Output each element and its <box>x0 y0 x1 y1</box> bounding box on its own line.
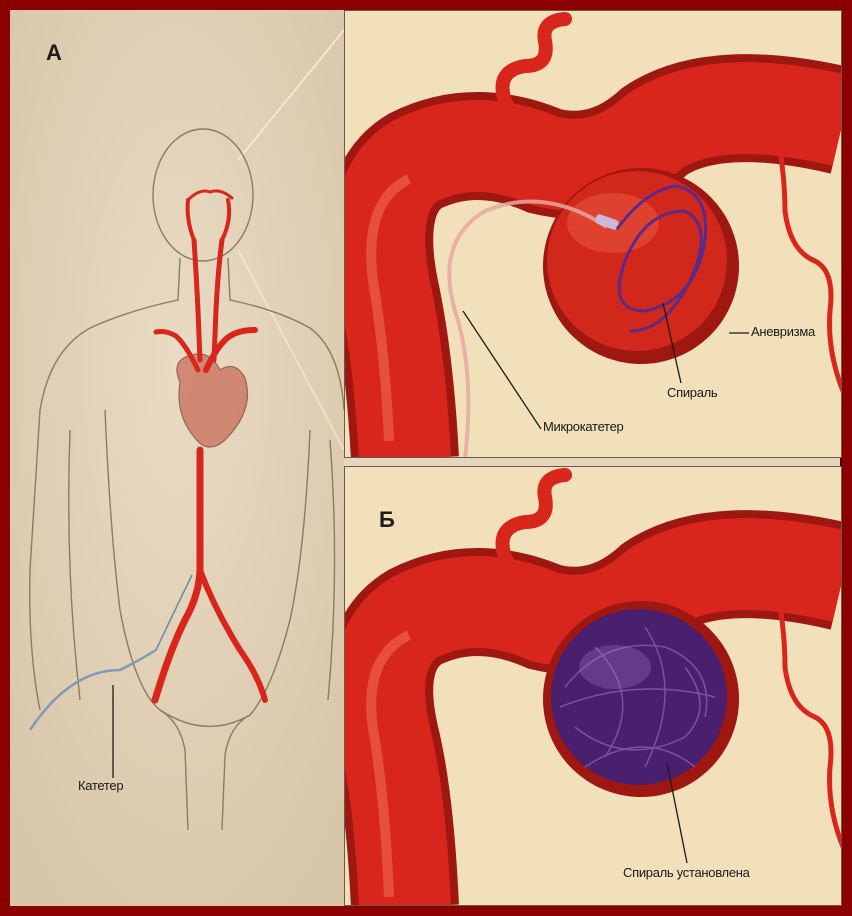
microcatheter-label: Микрокатетер <box>543 419 623 434</box>
coil-ball <box>551 609 727 785</box>
panel-b: Б Спираль установлена <box>344 466 842 906</box>
aneurysm-coiling-illustration <box>345 11 842 458</box>
illustration-frame: А Катетер Микрокат <box>10 10 842 906</box>
panel-a: Микрокатетер Спираль Аневризма <box>344 10 842 458</box>
coil-highlight <box>579 645 651 689</box>
panel-letter-b: Б <box>379 507 395 533</box>
coil-placed-illustration <box>345 467 842 906</box>
panel-letter-a: А <box>46 40 62 66</box>
coil-placed-label: Спираль установлена <box>623 865 750 880</box>
coil-label: Спираль <box>667 385 717 400</box>
body-illustration <box>10 10 344 906</box>
catheter-label: Катетер <box>78 778 123 793</box>
body-panel: А Катетер <box>10 10 344 906</box>
aneurysm-label: Аневризма <box>751 324 815 339</box>
